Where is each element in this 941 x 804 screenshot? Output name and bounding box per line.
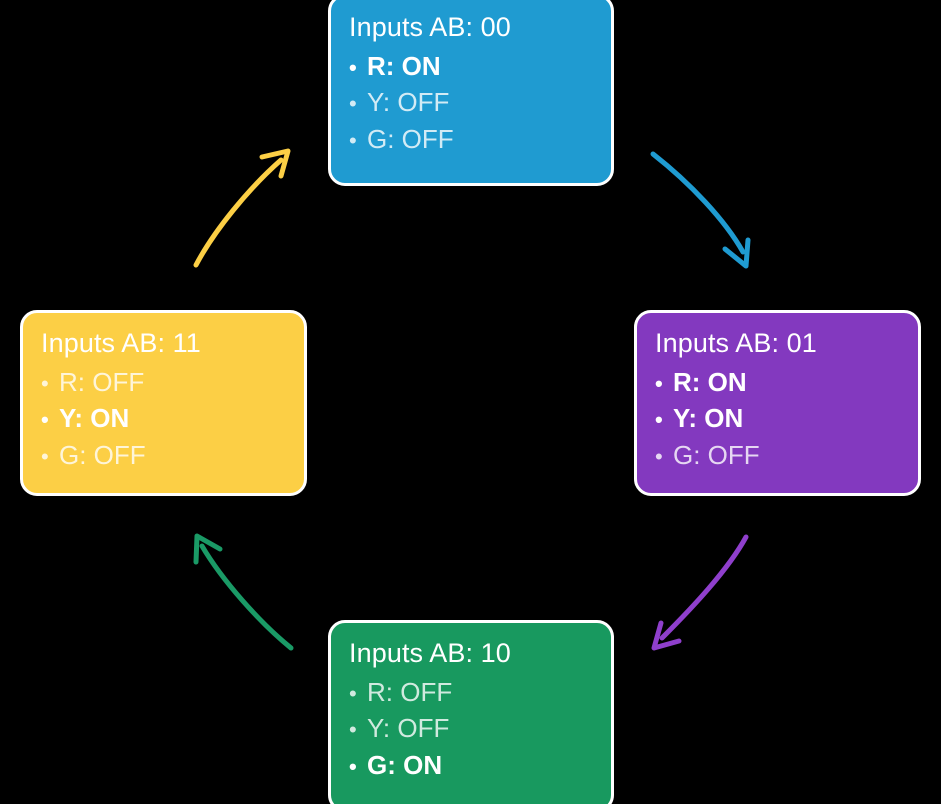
- signal-row-g: • G: ON: [349, 747, 593, 783]
- signal-row-y: • Y: ON: [655, 400, 900, 436]
- state-title: Inputs AB: 10: [349, 638, 511, 668]
- signal-row-r: • R: ON: [655, 364, 900, 400]
- signal-label: G: OFF: [59, 439, 146, 470]
- signal-row-g: • G: OFF: [41, 437, 286, 473]
- transition-arrow-01-to-10: [651, 534, 749, 651]
- bullet-icon: •: [349, 54, 357, 80]
- signal-row-y: • Y: OFF: [349, 710, 593, 746]
- signal-row-g: • G: OFF: [655, 437, 900, 473]
- bullet-icon: •: [41, 370, 49, 396]
- signal-label: G: OFF: [367, 123, 454, 154]
- signal-list: • R: OFF • Y: OFF • G: ON: [349, 674, 593, 783]
- signal-list: • R: ON • Y: OFF • G: OFF: [349, 48, 593, 157]
- state-node-10[interactable]: Inputs AB: 10 • R: OFF • Y: OFF • G: ON: [328, 620, 614, 804]
- state-title: Inputs AB: 11: [41, 328, 201, 358]
- transition-arrow-11-to-00: [193, 148, 291, 268]
- signal-row-r: • R: ON: [349, 48, 593, 84]
- signal-list: • R: OFF • Y: ON • G: OFF: [41, 364, 286, 473]
- bullet-icon: •: [41, 407, 49, 433]
- state-node-11[interactable]: Inputs AB: 11 • R: OFF • Y: ON • G: OFF: [20, 310, 307, 496]
- signal-label: Y: ON: [59, 403, 130, 434]
- signal-row-y: • Y: ON: [41, 400, 286, 436]
- bullet-icon: •: [349, 91, 357, 117]
- bullet-icon: •: [655, 443, 663, 469]
- signal-label: Y: ON: [673, 403, 744, 434]
- bullet-icon: •: [349, 127, 357, 153]
- transition-arrow-10-to-11: [193, 533, 294, 651]
- bullet-icon: •: [349, 717, 357, 743]
- signal-row-r: • R: OFF: [349, 674, 593, 710]
- state-node-00[interactable]: Inputs AB: 00 • R: ON • Y: OFF • G: OFF: [328, 0, 614, 186]
- signal-label: R: ON: [367, 50, 441, 81]
- bullet-icon: •: [41, 443, 49, 469]
- state-title: Inputs AB: 01: [655, 328, 817, 358]
- bullet-icon: •: [349, 680, 357, 706]
- signal-label: G: ON: [367, 749, 443, 780]
- transition-arrow-00-to-01: [650, 151, 751, 269]
- state-title: Inputs AB: 00: [349, 12, 511, 42]
- state-node-01[interactable]: Inputs AB: 01 • R: ON • Y: ON • G: OFF: [634, 310, 921, 496]
- signal-row-g: • G: OFF: [349, 121, 593, 157]
- signal-label: G: OFF: [673, 439, 760, 470]
- bullet-icon: •: [349, 753, 357, 779]
- signal-label: R: OFF: [59, 366, 145, 397]
- signal-label: Y: OFF: [367, 87, 450, 118]
- signal-row-y: • Y: OFF: [349, 84, 593, 120]
- bullet-icon: •: [655, 407, 663, 433]
- signal-list: • R: ON • Y: ON • G: OFF: [655, 364, 900, 473]
- signal-label: R: OFF: [367, 676, 453, 707]
- signal-label: R: ON: [673, 366, 747, 397]
- bullet-icon: •: [655, 370, 663, 396]
- signal-label: Y: OFF: [367, 713, 450, 744]
- signal-row-r: • R: OFF: [41, 364, 286, 400]
